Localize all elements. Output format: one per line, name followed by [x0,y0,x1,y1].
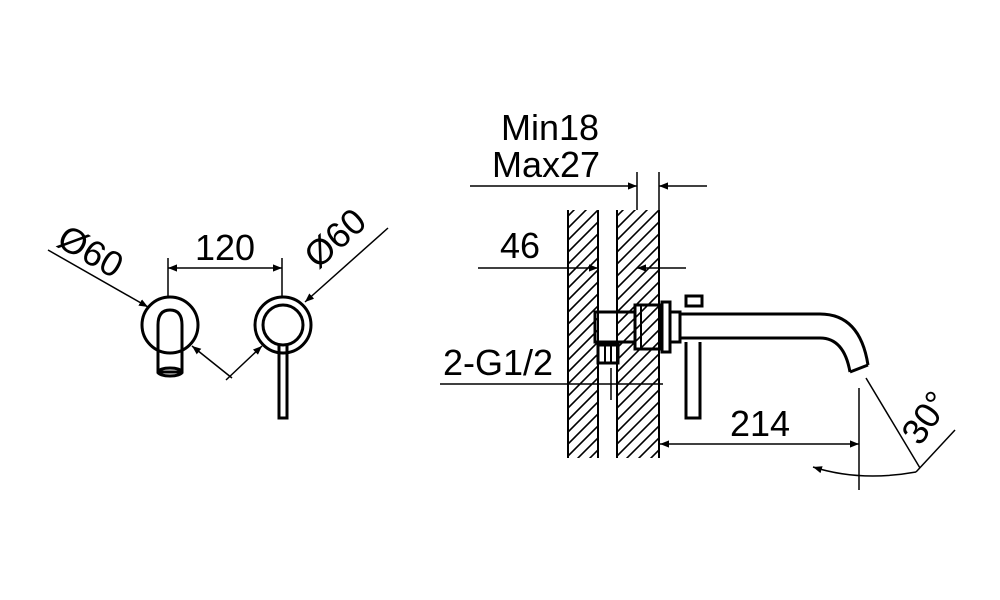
hatch-line [568,305,598,337]
hatch-line [568,365,598,397]
hatch-line [568,245,598,277]
hatch-line [617,329,659,373]
hatch-line [568,510,598,540]
wall-hatching [567,162,660,552]
hatch-line [617,474,659,516]
hatch-line [617,257,659,301]
hatch-line [649,449,659,458]
hatch-line [617,281,659,325]
connection-label: 2-G1/2 [443,342,553,383]
hatch-line [568,210,576,217]
hatch-line [568,317,598,349]
spout-length-label: 214 [730,403,790,444]
hatch-line [617,245,659,289]
hatch-line [568,462,598,492]
hatch-line [568,425,598,457]
hatch-line [568,210,588,229]
hatch-line [568,329,598,361]
hatch-line [617,401,659,445]
side-spout [660,294,870,374]
hatch-line [568,293,598,325]
hatch-line [568,377,598,409]
hatch-line [617,162,659,204]
front-spout [156,308,184,374]
hatch-line [617,486,659,528]
right-diameter-label: Ø60 [296,200,374,276]
hatch-line [617,413,659,457]
spout-cover-plate [140,295,200,355]
hatch-line [568,281,598,313]
spout-angle-arc [812,466,917,477]
hatch-line [568,210,598,241]
wall-max-label: Max27 [492,144,600,185]
front-lever-handle [277,345,289,420]
hatch-line [568,498,598,528]
hatch-line [617,462,659,504]
hatch-line [568,341,598,373]
handle-cover-plate [253,295,313,355]
hatch-line [617,233,659,277]
hatch-line [568,257,598,289]
hatch-line [576,437,598,458]
hatch-line [568,413,598,445]
hatch-line [617,269,659,313]
hatch-line [617,377,659,421]
side-view: Min18 Max27 46 2-G1 [440,107,958,552]
hatch-line [625,425,659,458]
hatch-line [617,210,659,253]
hatch-line [568,401,598,433]
hatch-line [568,486,598,516]
hatch-line [568,353,598,385]
hatch-line [617,498,659,540]
hatch-line [568,389,598,421]
hatch-line [617,353,659,397]
hatch-line [568,269,598,301]
hatch-line [617,389,659,433]
hatch-line [617,293,659,337]
hatch-line [617,510,659,552]
wall-min-label: Min18 [501,107,599,148]
hatch-line [617,221,659,265]
hatch-line [617,317,659,361]
hatch-line [568,474,598,504]
spacing-label: 120 [195,227,255,268]
side-lever-handle [684,342,702,420]
depth-label: 46 [500,225,540,266]
front-view: 120 Ø60 Ø60 [47,200,389,420]
hatch-line [617,210,637,229]
spout-angle-line [865,377,921,469]
hatch-line [617,210,649,241]
left-diameter-label: Ø60 [51,216,130,286]
spout-angle-label: 30° [893,383,958,451]
hatch-line [637,437,659,458]
hatch-line [617,210,625,217]
hatch-line [568,221,598,253]
concealed-valve-body [593,303,663,365]
hatch-line [568,233,598,265]
hatch-line [617,365,659,409]
hatch-line [588,449,598,458]
